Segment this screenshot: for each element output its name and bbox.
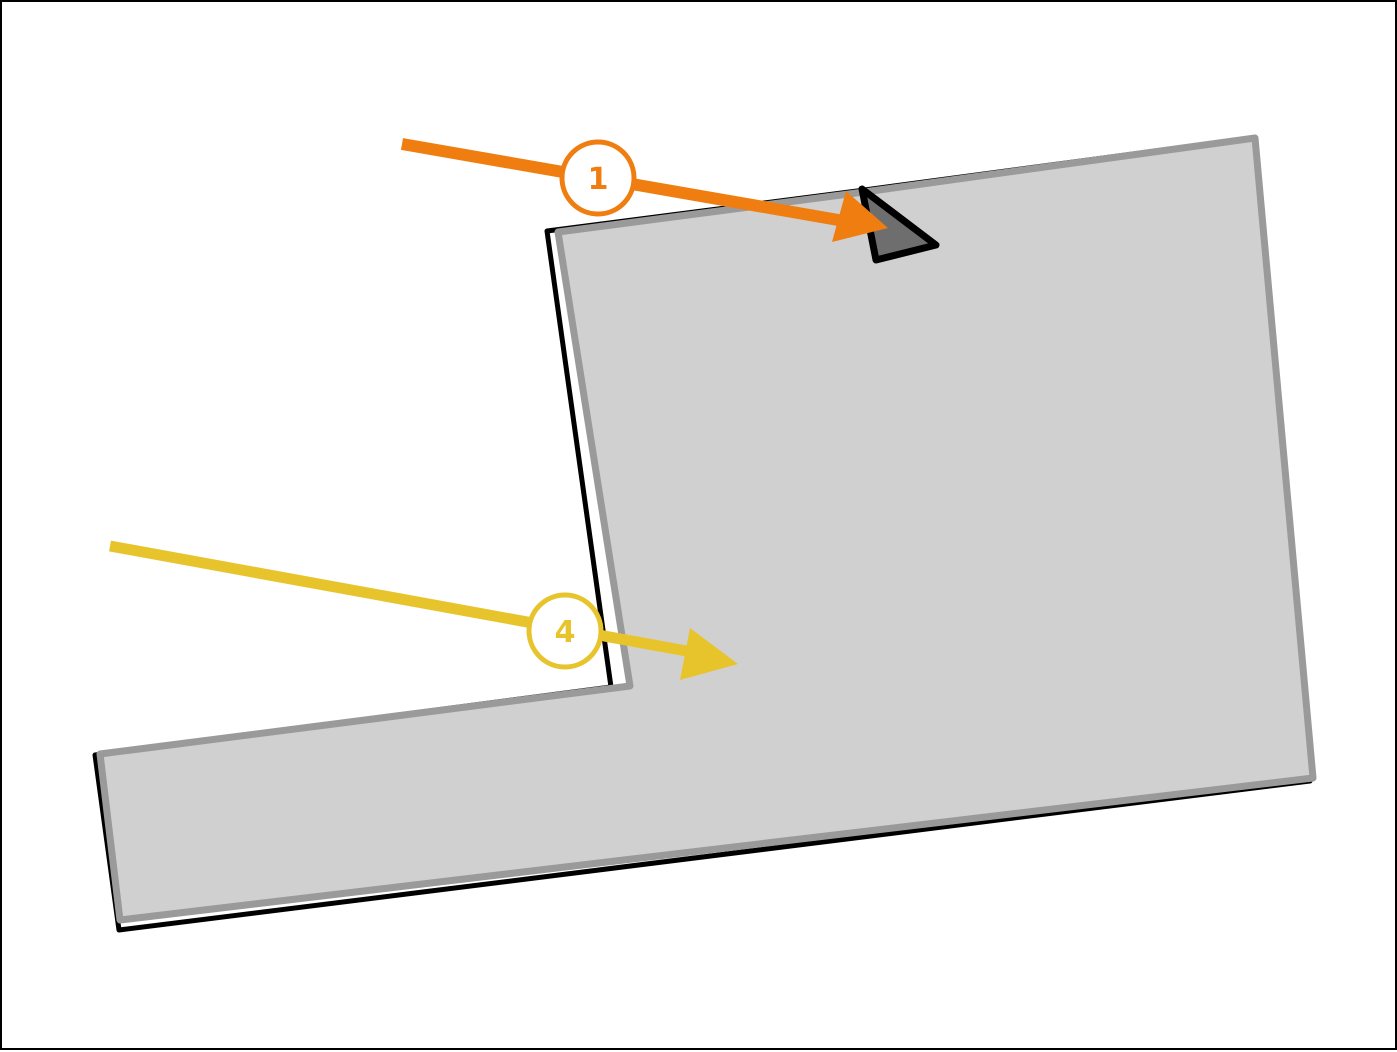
- l-shaped-region: [96, 134, 1317, 924]
- arrow-4-head: [680, 628, 738, 680]
- marker-1-label: 1: [588, 162, 609, 197]
- marker-4: 4: [526, 592, 604, 670]
- marker-1: 1: [559, 139, 637, 217]
- arrow-1-head: [832, 191, 888, 242]
- marker-4-label: 4: [555, 615, 576, 650]
